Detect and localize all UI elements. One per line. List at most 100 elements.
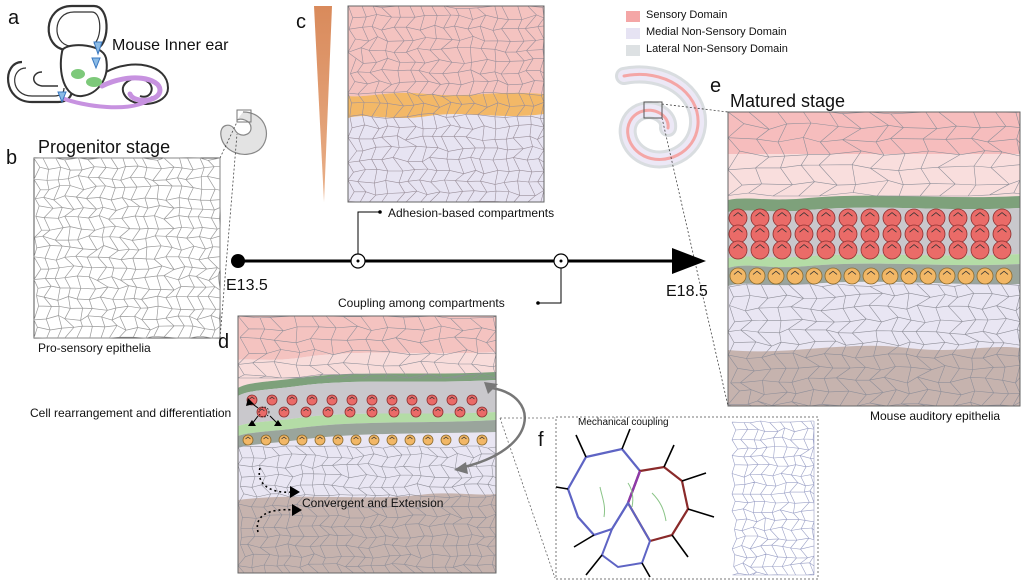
hair-cell — [767, 267, 785, 285]
stereocilia — [887, 244, 897, 249]
stereocilia — [909, 228, 919, 233]
hair-cell — [948, 240, 968, 260]
hair-cell — [926, 240, 946, 260]
stereocilia — [429, 396, 435, 400]
hair-cell — [750, 240, 770, 260]
stereocilia — [865, 244, 875, 249]
stereocilia — [887, 228, 897, 233]
stereocilia — [461, 436, 467, 440]
hair-cell — [266, 394, 278, 406]
stereocilia — [997, 228, 1007, 233]
cell-mesh — [237, 445, 497, 574]
stereocilia — [425, 436, 431, 440]
hair-cell — [995, 267, 1013, 285]
stereocilia — [866, 270, 876, 275]
stereocilia — [289, 396, 295, 400]
stereocilia — [843, 244, 853, 249]
stereocilia — [975, 212, 985, 217]
stereocilia — [923, 270, 933, 275]
hair-cell — [838, 240, 858, 260]
hair-cell — [862, 267, 880, 285]
legend-swatch-medial — [626, 28, 640, 39]
stereocilia — [349, 396, 355, 400]
stereocilia — [843, 228, 853, 233]
stereocilia — [755, 228, 765, 233]
hair-cell — [388, 406, 400, 418]
hair-cell — [805, 267, 823, 285]
hair-cell — [454, 406, 466, 418]
stereocilia — [752, 270, 762, 275]
hair-cell — [426, 394, 438, 406]
hair-cell — [260, 434, 272, 446]
hair-cell — [728, 240, 748, 260]
hair-cell — [350, 434, 362, 446]
hair-cell — [368, 434, 380, 446]
stereocilia — [843, 212, 853, 217]
stereocilia — [389, 436, 395, 440]
panel-a-letter: a — [8, 7, 20, 29]
hair-cell — [786, 267, 804, 285]
stereocilia — [799, 244, 809, 249]
cochlea-colored-icon — [615, 65, 707, 169]
stereocilia — [303, 408, 309, 412]
hair-cell — [406, 394, 418, 406]
stereocilia — [733, 244, 743, 249]
stereocilia — [799, 228, 809, 233]
mechanical-coupling-box — [555, 416, 819, 580]
stereocilia — [329, 396, 335, 400]
hair-cell — [729, 267, 747, 285]
stereocilia — [847, 270, 857, 275]
stereocilia — [733, 270, 743, 275]
legend-label-lateral: Lateral Non-Sensory Domain — [646, 43, 788, 55]
hair-cell — [432, 406, 444, 418]
stereocilia — [245, 436, 251, 440]
panel-e-letter: e — [710, 75, 722, 97]
hair-cell — [748, 267, 766, 285]
stereocilia — [407, 436, 413, 440]
hair-cell — [881, 267, 899, 285]
hair-cell — [458, 434, 470, 446]
hair-cell — [278, 406, 290, 418]
cell-mesh — [731, 420, 815, 576]
hair-cell — [970, 240, 990, 260]
stereocilia — [469, 396, 475, 400]
stereocilia — [391, 408, 397, 412]
hair-cell — [410, 406, 422, 418]
stereocilia — [865, 212, 875, 217]
legend-label-medial: Medial Non-Sensory Domain — [646, 26, 787, 38]
stereocilia — [909, 212, 919, 217]
hair-cell — [422, 434, 434, 446]
stereocilia — [809, 270, 819, 275]
hair-cell — [440, 434, 452, 446]
stereocilia — [887, 212, 897, 217]
stereocilia — [325, 408, 331, 412]
stereocilia — [961, 270, 971, 275]
stereocilia — [980, 270, 990, 275]
stereocilia — [821, 244, 831, 249]
stereocilia — [790, 270, 800, 275]
hair-cell — [976, 267, 994, 285]
legend-label-sensory: Sensory Domain — [646, 9, 728, 21]
stereocilia — [479, 408, 485, 412]
hair-cell — [278, 434, 290, 446]
hair-cell — [322, 406, 334, 418]
stereocilia — [369, 408, 375, 412]
stereocilia — [975, 228, 985, 233]
hair-cell — [326, 394, 338, 406]
stereocilia — [353, 436, 359, 440]
hair-cell — [919, 267, 937, 285]
hair-cell — [296, 434, 308, 446]
stereocilia — [347, 408, 353, 412]
stereocilia — [997, 212, 1007, 217]
stereocilia — [369, 396, 375, 400]
hair-cell — [466, 394, 478, 406]
panel-a-title: Mouse Inner ear — [112, 37, 229, 54]
stereocilia — [865, 228, 875, 233]
stereocilia — [828, 270, 838, 275]
hair-cell — [242, 434, 254, 446]
hair-cell — [938, 267, 956, 285]
hair-cell — [404, 434, 416, 446]
stereocilia — [733, 212, 743, 217]
legend-swatch-lateral — [626, 45, 640, 56]
